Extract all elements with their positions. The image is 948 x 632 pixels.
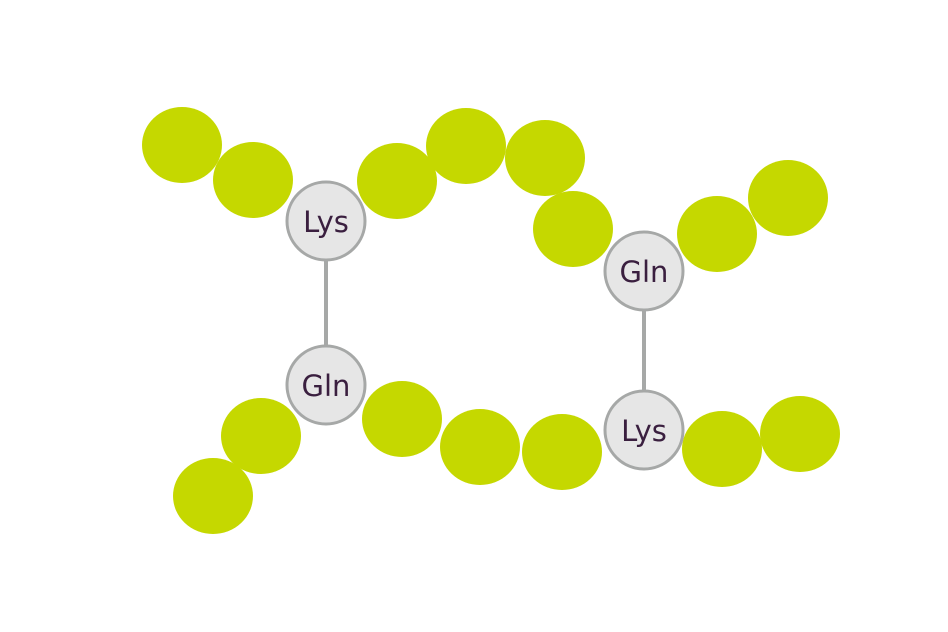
residue-label: Gln <box>620 255 669 289</box>
chain-bead <box>748 160 828 236</box>
chain-bead <box>533 191 613 267</box>
chain-bead <box>440 409 520 485</box>
residue-label: Lys <box>621 414 667 448</box>
chain-bead <box>682 411 762 487</box>
residue-gln-top-right: Gln <box>603 230 685 312</box>
chain-bead <box>760 396 840 472</box>
chain-bead <box>362 381 442 457</box>
residue-label: Gln <box>302 369 351 403</box>
chain-bead <box>426 108 506 184</box>
residue-gln-bottom-left: Gln <box>285 344 367 426</box>
chain-bead <box>677 196 757 272</box>
chain-bead <box>213 142 293 218</box>
residue-circle <box>603 230 685 312</box>
residue-circle <box>285 180 367 262</box>
residue-circle <box>603 389 685 471</box>
residue-circle <box>285 344 367 426</box>
residue-lys-top-left: Lys <box>285 180 367 262</box>
chain-bead <box>522 414 602 490</box>
upper-chain <box>142 107 828 272</box>
chain-bead <box>505 120 585 196</box>
lower-chain <box>173 381 840 534</box>
residue-lys-bottom-right: Lys <box>603 389 685 471</box>
chain-bead <box>221 398 301 474</box>
chain-bead <box>357 143 437 219</box>
chain-bead <box>173 458 253 534</box>
residue-label: Lys <box>303 205 349 239</box>
chain-bead <box>142 107 222 183</box>
